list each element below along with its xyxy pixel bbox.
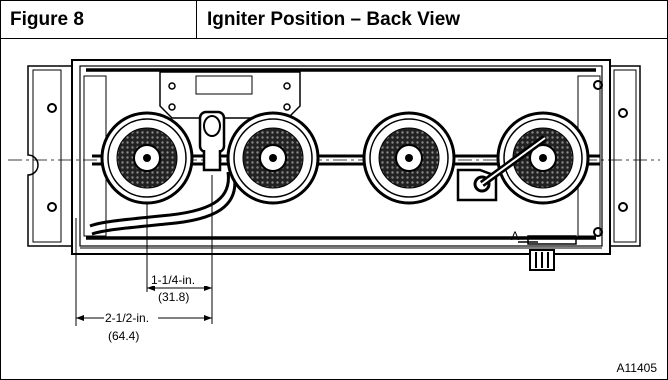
flame-sensor	[456, 135, 548, 202]
figure-header: Figure 8 Igniter Position – Back View	[1, 1, 667, 39]
figure-number: Figure 8	[10, 9, 84, 30]
burner-1	[100, 111, 194, 205]
dimension-inner-label: 1-1/4-in.	[151, 273, 195, 287]
left-bracket	[27, 65, 73, 247]
burner-2	[226, 111, 320, 205]
igniter-wires	[89, 171, 237, 236]
burner-3	[362, 111, 456, 205]
figure-code: A11405	[617, 361, 658, 375]
figure-title: Igniter Position – Back View	[207, 9, 461, 30]
dimension-outer-label: 2-1/2-in.	[105, 311, 149, 325]
bracket-holes	[47, 80, 628, 237]
dimension-outer-metric: (64.4)	[108, 329, 139, 343]
dimension-extension-lines	[75, 175, 213, 326]
dimension-inner: 1-1/4-in. (31.8)	[147, 272, 212, 304]
figure-number-cell: Figure 8	[1, 1, 197, 38]
dimension-outer: 2-1/2-in. (64.4)	[76, 311, 212, 343]
a-marker-group: A	[511, 229, 577, 271]
dimension-inner-metric: (31.8)	[158, 290, 189, 304]
a-marker-label: A	[511, 229, 519, 243]
burner-housing	[71, 59, 611, 255]
igniter-diagram: A 1-1/4-in. (31.8) 2-1/2-in. (64.4) A114…	[8, 59, 660, 375]
igniter-bracket	[159, 71, 301, 119]
igniter	[198, 110, 226, 172]
burner-4	[496, 111, 590, 205]
right-bracket	[609, 65, 641, 247]
